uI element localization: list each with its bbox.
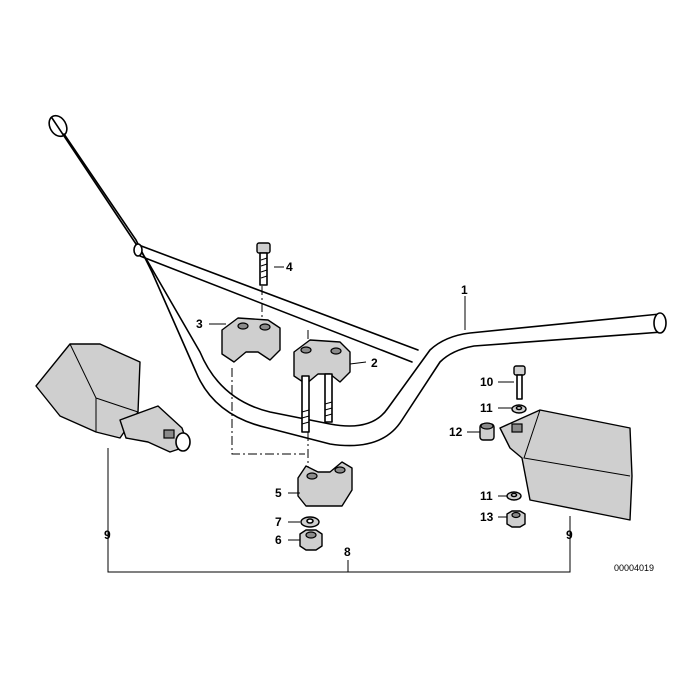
nut-part-6 — [299, 529, 323, 551]
reference-code: 00004019 — [614, 563, 654, 573]
nut-part-13 — [506, 510, 526, 528]
callout-13: 13 — [480, 510, 494, 524]
callout-4: 4 — [286, 260, 293, 274]
lower-clamp-part-5 — [297, 461, 353, 507]
leader-lines — [107, 266, 571, 573]
callout-12: 12 — [449, 425, 463, 439]
washer-part-11-top — [511, 404, 527, 414]
bolt-part-10 — [513, 365, 526, 400]
bolt-part-4 — [256, 242, 271, 286]
callout-5: 5 — [275, 486, 282, 500]
washer-part-11-bottom — [506, 491, 522, 501]
handlebar — [48, 114, 667, 447]
callout-11-bottom: 11 — [480, 489, 493, 503]
callout-11-top: 11 — [480, 401, 493, 415]
hand-guard-right-part-9 — [499, 409, 633, 521]
callout-1: 1 — [461, 283, 468, 297]
spacer-part-12 — [479, 422, 495, 441]
callout-3: 3 — [196, 317, 203, 331]
callout-6: 6 — [275, 533, 282, 547]
callout-7: 7 — [275, 515, 282, 529]
callouts: 1 2 3 4 5 6 7 8 9 9 10 11 12 11 13 00004… — [104, 260, 654, 573]
upper-clamp-part-2 — [293, 339, 351, 433]
callout-2: 2 — [371, 356, 378, 370]
callout-9-right: 9 — [566, 528, 573, 542]
washer-part-7 — [300, 516, 320, 528]
callout-8: 8 — [344, 545, 351, 559]
hand-guard-left-part-9 — [35, 343, 191, 453]
callout-9-left: 9 — [104, 528, 111, 542]
callout-10: 10 — [480, 375, 494, 389]
upper-clamp-part-3 — [221, 317, 281, 363]
